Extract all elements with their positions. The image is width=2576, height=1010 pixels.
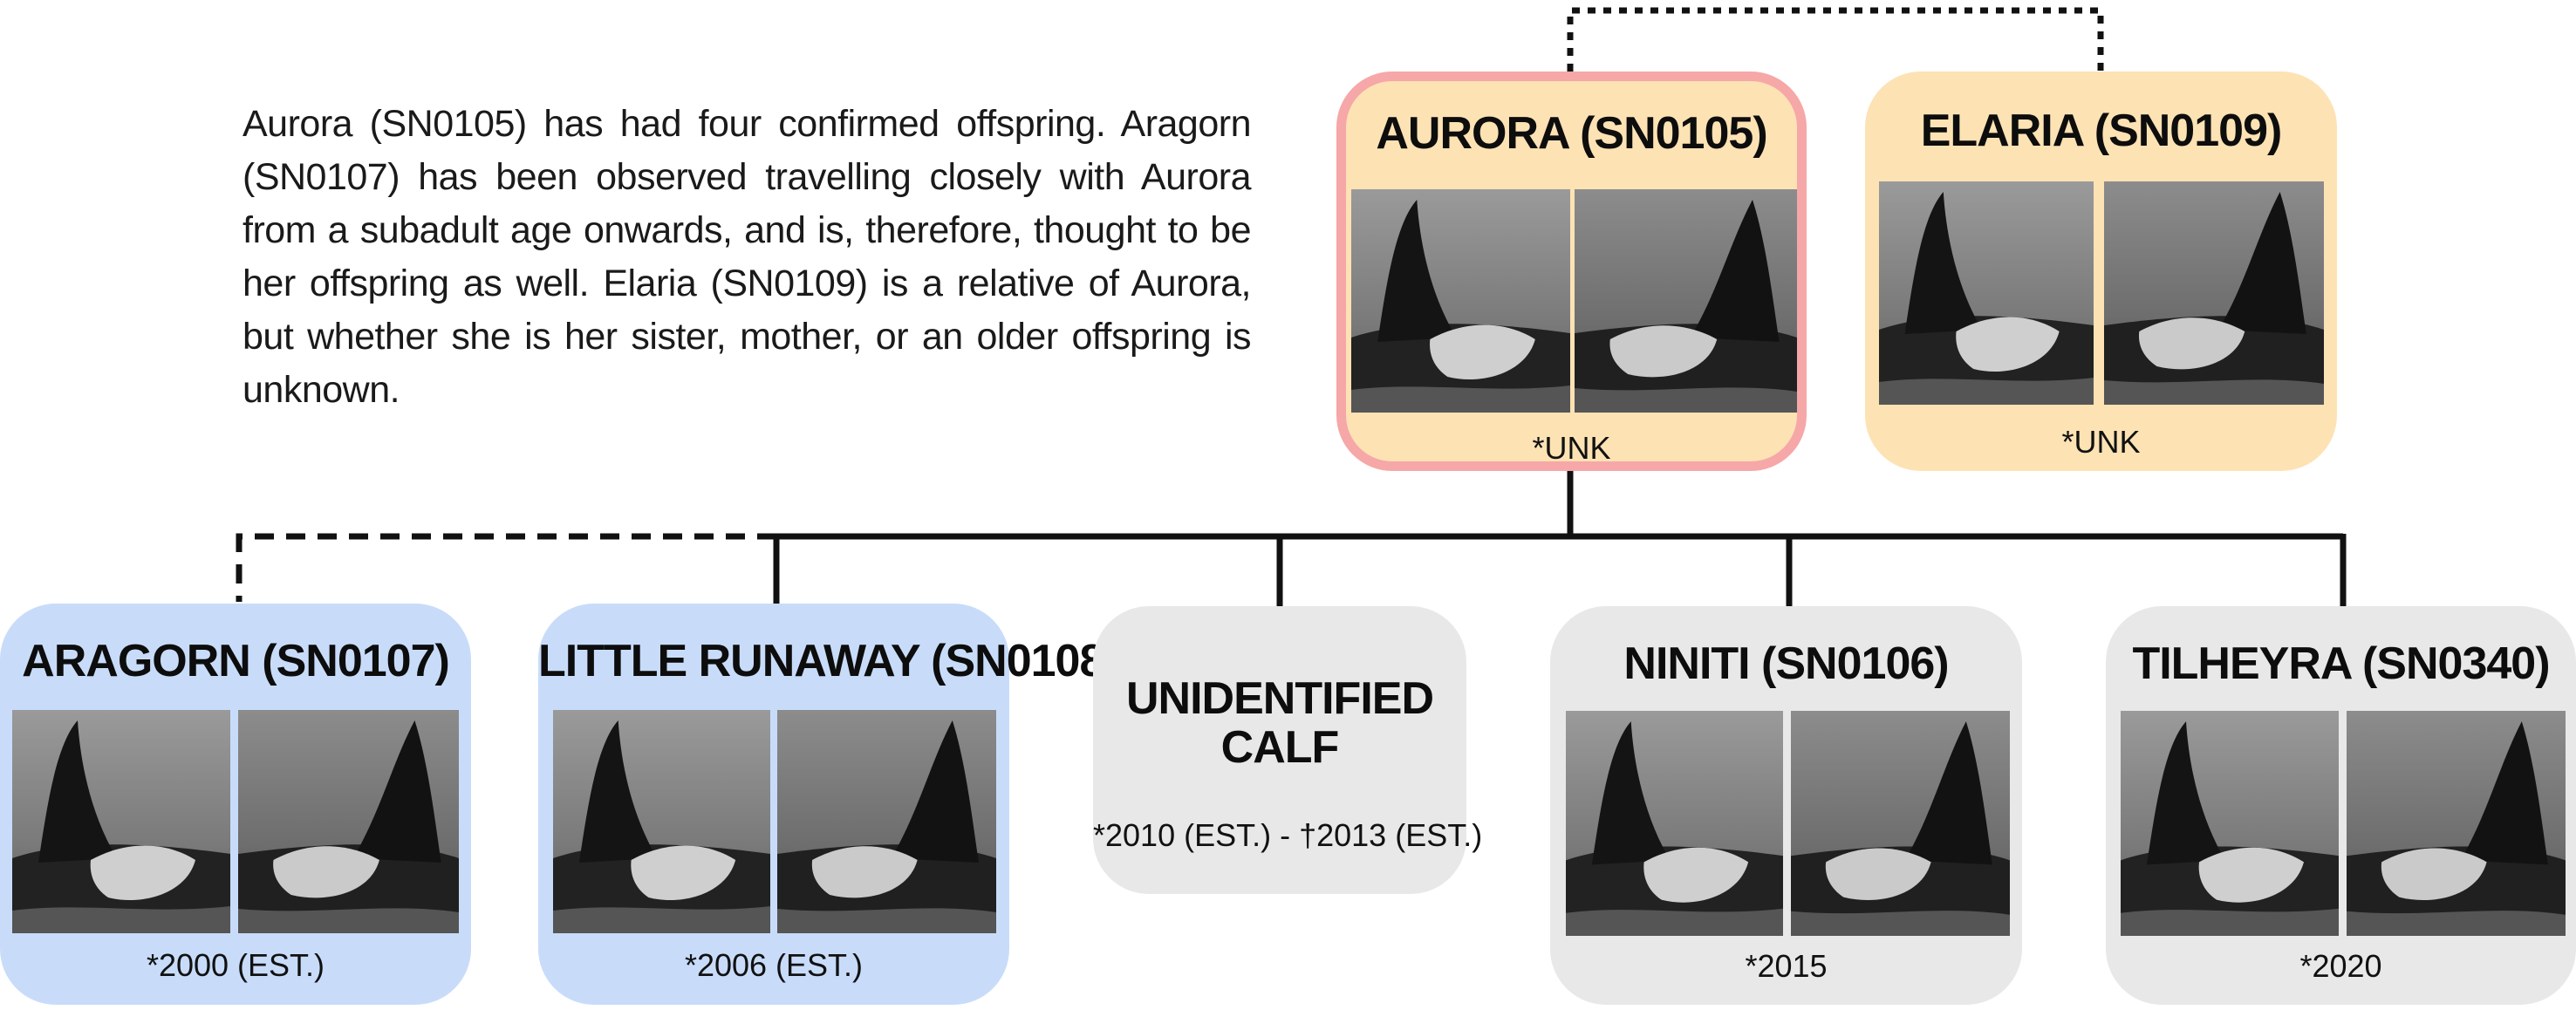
dorsal-fin-photo-left xyxy=(1351,189,1570,413)
card-title-line-1: UNIDENTIFIED xyxy=(1093,672,1466,725)
card-title-line-2: CALF xyxy=(1093,721,1466,774)
card-title: TILHEYRA (SN0340) xyxy=(2106,638,2576,690)
aragorn-dashed-link xyxy=(239,536,776,602)
card-date: *2020 xyxy=(2106,948,2576,985)
card-title: NINITI (SN0106) xyxy=(1550,638,2022,690)
card-date: *2010 (EST.) - †2013 (EST.) xyxy=(1093,817,1466,854)
dorsal-fin-photo-right xyxy=(238,710,459,933)
card-title: ELARIA (SN0109) xyxy=(1865,105,2337,157)
card-elaria: ELARIA (SN0109) *UNK xyxy=(1865,72,2337,471)
dorsal-fin-photo-right xyxy=(1791,711,2010,936)
card-title: ARAGORN (SN0107) xyxy=(0,635,471,687)
relative-dotted-link xyxy=(1570,10,2101,72)
dorsal-fin-photo-right xyxy=(1575,189,1797,413)
dorsal-fin-photo-right xyxy=(2347,711,2566,936)
card-title: AURORA (SN0105) xyxy=(1346,107,1797,160)
card-tilheyra: TILHEYRA (SN0340) *2020 xyxy=(2106,606,2576,1005)
card-aurora: AURORA (SN0105) *UNK xyxy=(1336,72,1807,471)
dorsal-fin-photo-left xyxy=(553,710,770,933)
description-text: Aurora (SN0105) has had four confirmed o… xyxy=(243,98,1251,417)
dorsal-fin-photo-left xyxy=(2121,711,2339,936)
dorsal-fin-photo-left xyxy=(1566,711,1783,936)
card-date: *UNK xyxy=(1346,430,1797,467)
card-date: *2000 (EST.) xyxy=(0,947,471,984)
card-unidentified-calf: UNIDENTIFIED CALF *2010 (EST.) - †2013 (… xyxy=(1093,606,1466,894)
dorsal-fin-photo-left xyxy=(1879,181,2094,405)
card-date: *2015 xyxy=(1550,948,2022,985)
card-title: LITTLE RUNAWAY (SN0108) xyxy=(538,635,1009,687)
card-date: *2006 (EST.) xyxy=(538,947,1009,984)
dorsal-fin-photo-left xyxy=(12,710,230,933)
card-aragorn: ARAGORN (SN0107) *2000 (EST.) xyxy=(0,604,471,1005)
dorsal-fin-photo-right xyxy=(777,710,996,933)
card-date: *UNK xyxy=(1865,424,2337,461)
dorsal-fin-photo-right xyxy=(2104,181,2324,405)
card-niniti: NINITI (SN0106) *2015 xyxy=(1550,606,2022,1005)
card-little-runaway: LITTLE RUNAWAY (SN0108) *2006 (EST.) xyxy=(538,604,1009,1005)
